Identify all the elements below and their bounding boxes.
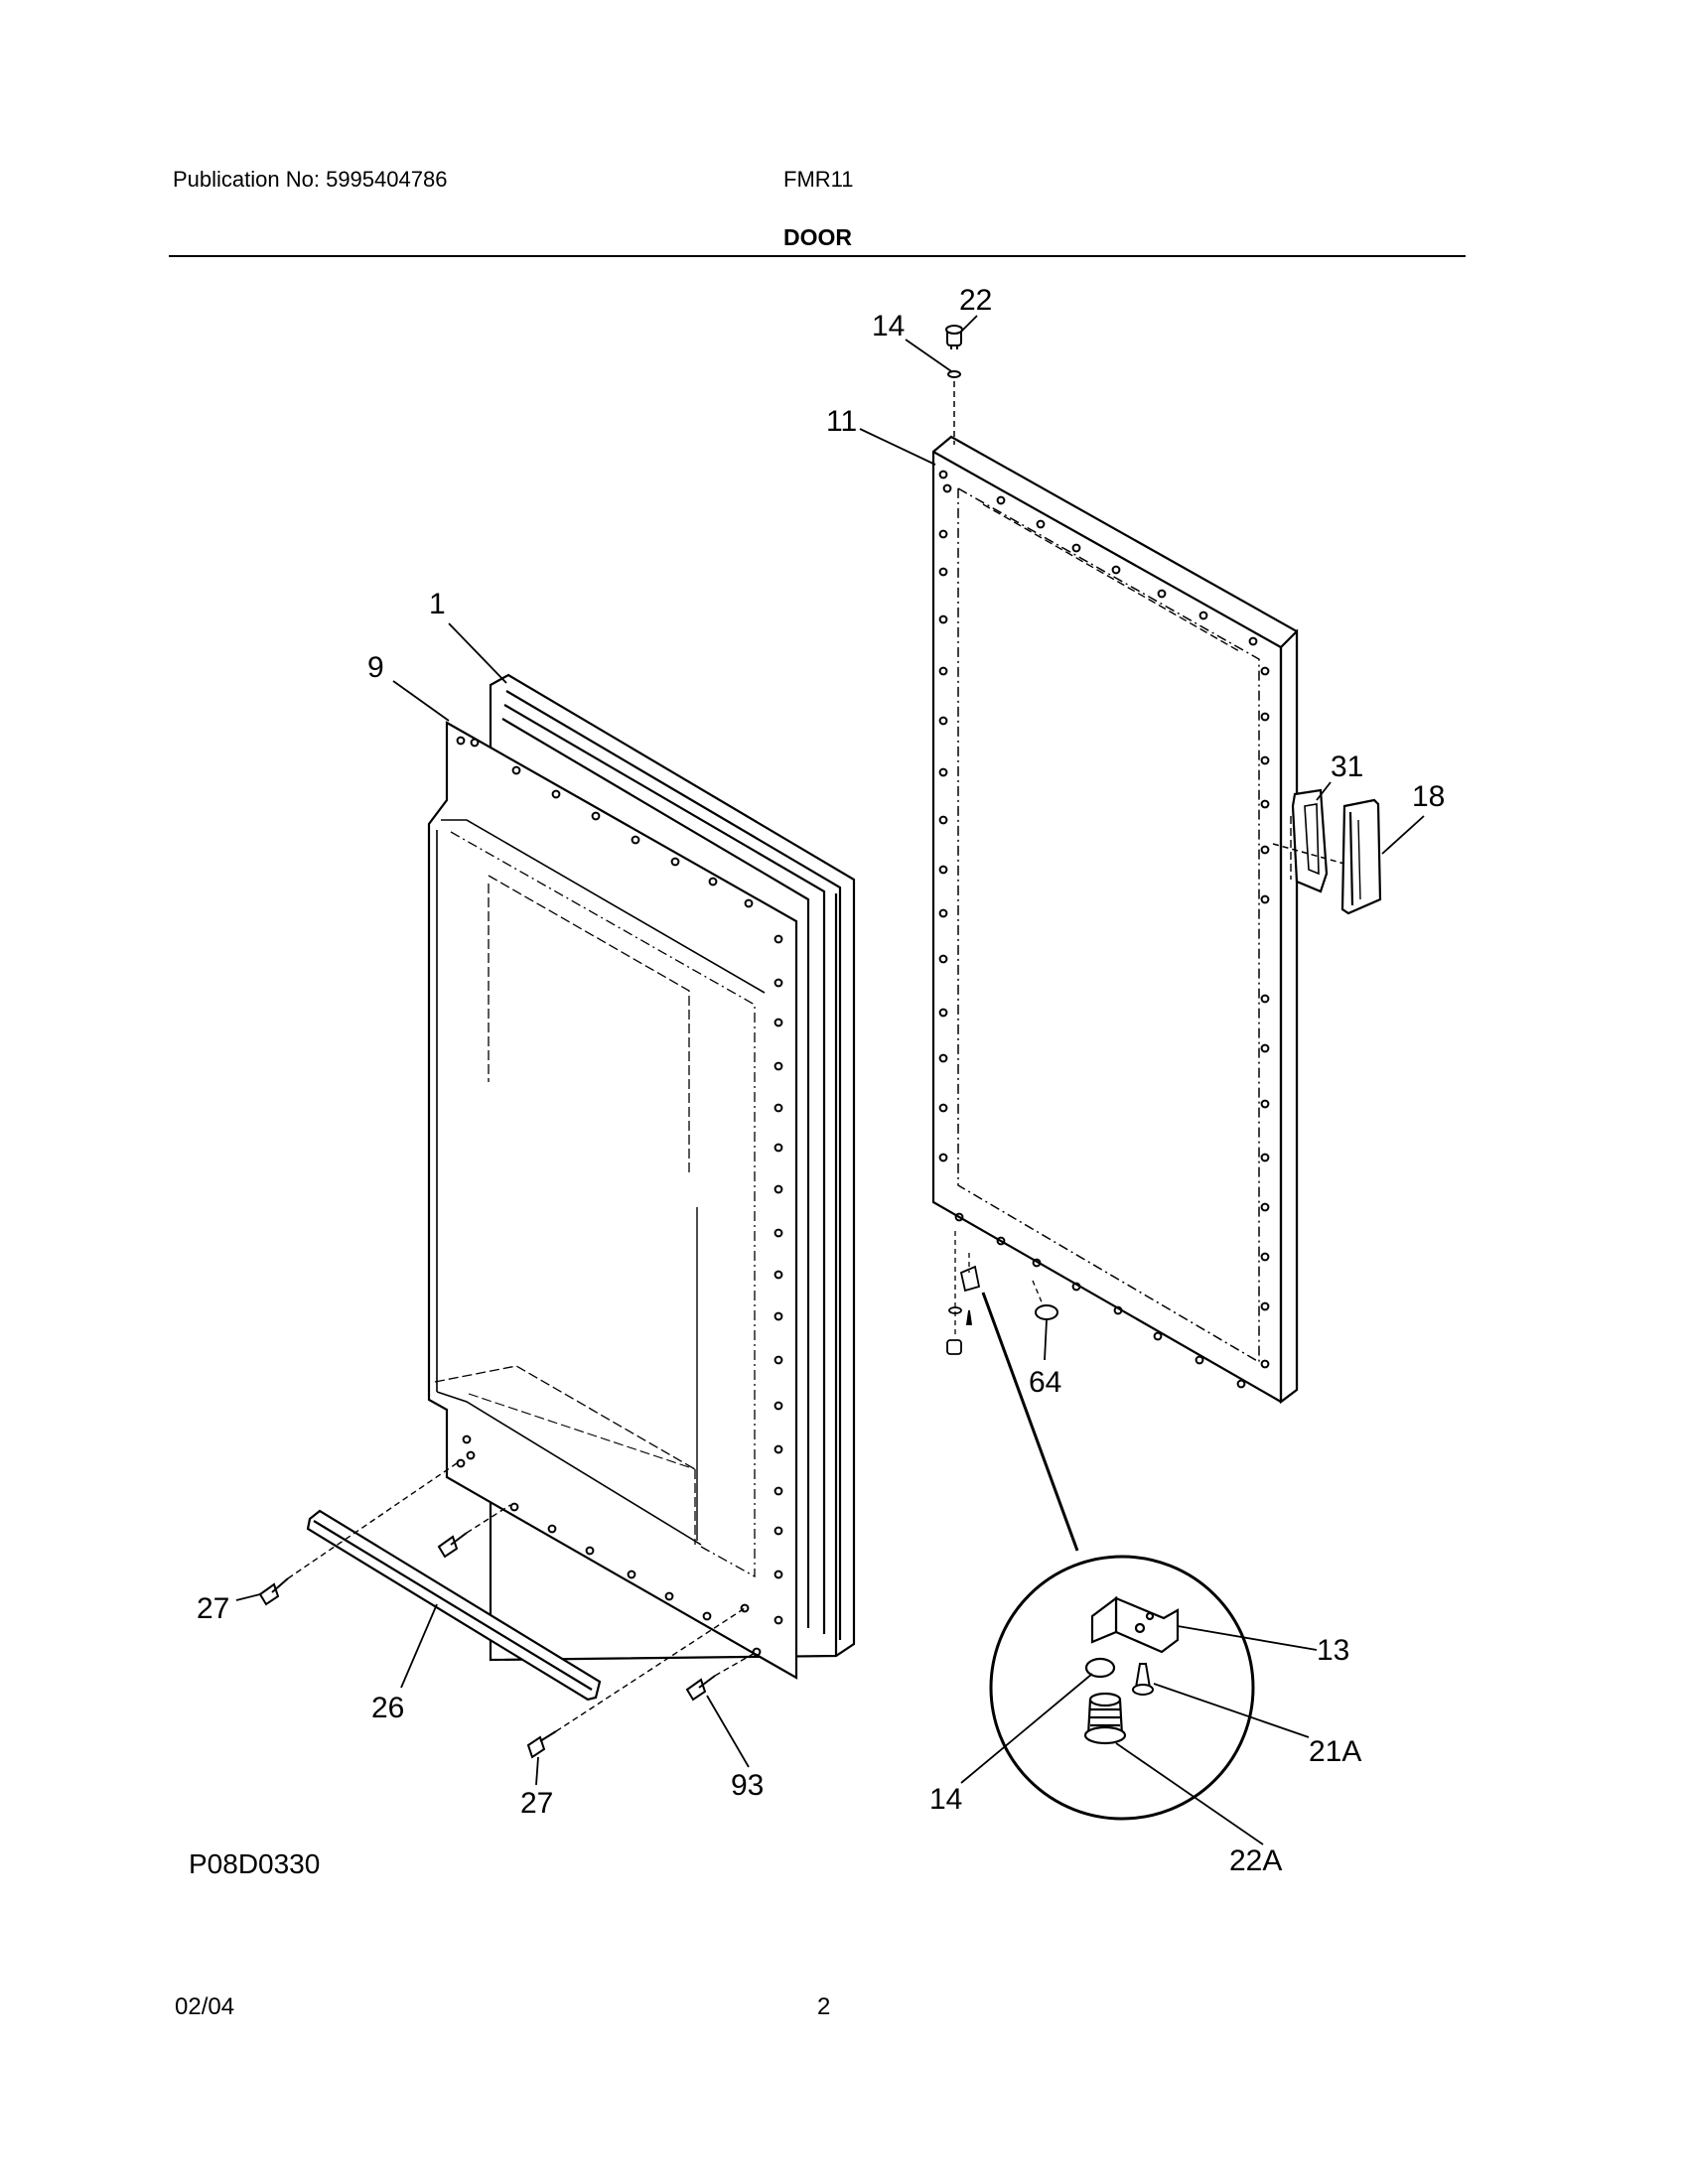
top-hinge-bushing: [945, 325, 963, 349]
bottom-trim-strip: [306, 1509, 602, 1702]
header-rule: [169, 255, 1466, 257]
handle-gasket: [1291, 788, 1329, 893]
detail-bushing: [1083, 1692, 1127, 1745]
outer-door-panel: [931, 435, 1299, 1405]
callout-9: 9: [367, 651, 384, 684]
top-hinge-washer: [947, 370, 961, 378]
callout-11: 11: [826, 405, 857, 438]
detail-washer: [1084, 1657, 1116, 1679]
callout-93: 93: [731, 1769, 764, 1802]
door-handle: [1340, 798, 1382, 915]
callout-22: 22: [959, 284, 992, 317]
bottom-hinge-small-parts: [946, 1231, 981, 1355]
callout-27-left: 27: [197, 1592, 229, 1625]
callout-22A: 22A: [1229, 1844, 1282, 1877]
callout-14-detail: 14: [929, 1783, 962, 1816]
detail-pin-screw: [1132, 1663, 1154, 1696]
callout-31: 31: [1331, 751, 1363, 783]
page-number: 2: [817, 1993, 831, 2020]
callout-13: 13: [1317, 1634, 1349, 1667]
callout-14-top: 14: [872, 310, 905, 342]
plug-part-64: [1032, 1280, 1058, 1320]
screws: [258, 1532, 716, 1759]
leader-lines: [235, 315, 1425, 1845]
hinge-detail-circle: [989, 1555, 1255, 1821]
revision-date: 02/04: [175, 1993, 235, 2020]
callout-64: 64: [1029, 1366, 1061, 1399]
diagram-code: P08D0330: [189, 1848, 321, 1879]
callout-18: 18: [1412, 780, 1445, 813]
inner-door-liner: [427, 721, 798, 1680]
publication-number: Publication No: 5995404786: [173, 167, 448, 192]
callout-26: 26: [371, 1692, 404, 1724]
callout-labels: 1 9 11 14 22 31 18 64 27 26 27 93 13 21A…: [197, 284, 1445, 1877]
callout-27-bottom: 27: [520, 1787, 553, 1820]
callout-21A: 21A: [1309, 1735, 1361, 1768]
section-title: DOOR: [783, 224, 852, 250]
screw-alignment-lines: [287, 1462, 758, 1732]
detail-hinge-bracket: [1090, 1595, 1180, 1654]
model-number: FMR11: [783, 167, 854, 192]
callout-1: 1: [429, 588, 446, 620]
